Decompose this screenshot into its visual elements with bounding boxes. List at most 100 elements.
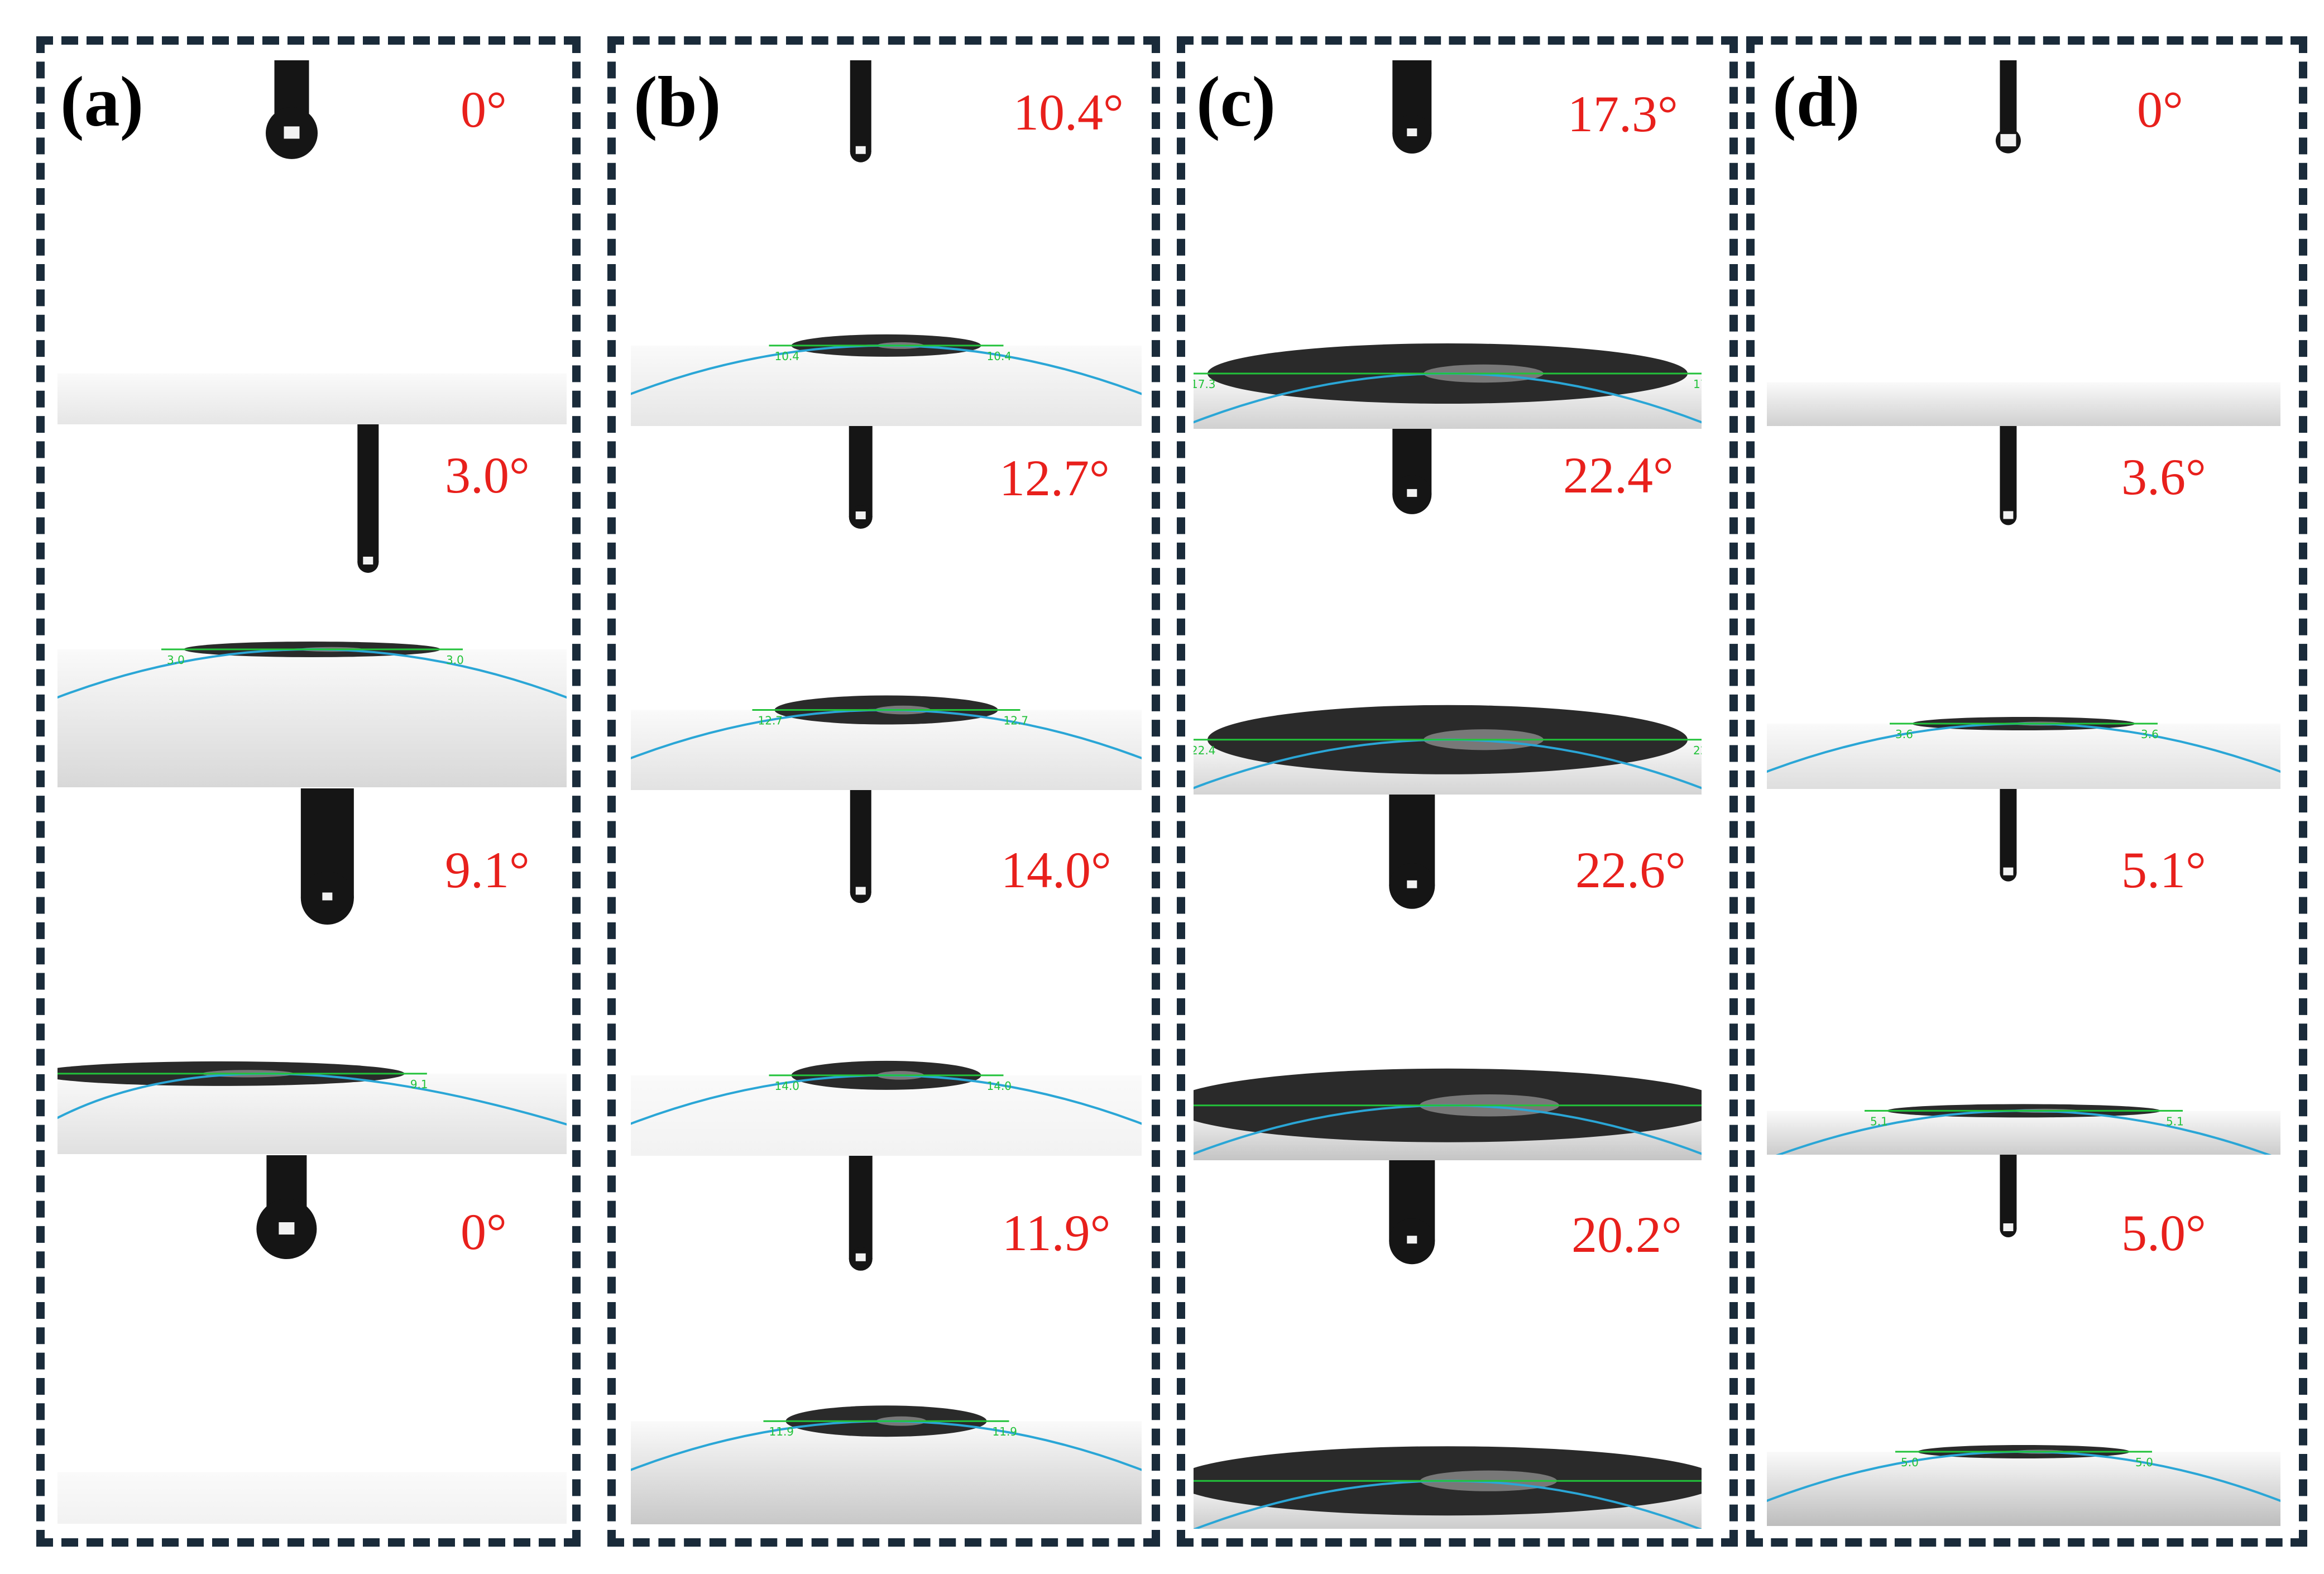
tip-highlight (1407, 489, 1417, 497)
tip-highlight (855, 887, 866, 895)
group-b-label: (b) (634, 62, 721, 141)
group-d-frame (1746, 36, 2307, 1547)
panel-c-2: 22.422.4 (1194, 429, 1702, 795)
tip-highlight (855, 511, 866, 519)
measure-label-right: 3.6 (2141, 728, 2159, 741)
tip-highlight (2003, 1223, 2014, 1231)
panel-c-2-scene: 22.422.4 (1194, 429, 1702, 795)
measure-label-right: 12.7 (1004, 714, 1029, 728)
measure-label-right: 11.9 (993, 1425, 1018, 1438)
angle-d-4: 5.0° (2121, 1204, 2206, 1261)
panel-a-3-scene: 9.19.1 (57, 788, 567, 1154)
needle (2000, 426, 2017, 517)
panel-d-2-scene: 3.6 3.6 (1767, 426, 2280, 789)
substrate (57, 649, 567, 787)
angle-b-2: 12.7° (999, 449, 1110, 506)
tip-highlight (363, 557, 373, 564)
panel-a-4 (57, 1155, 567, 1524)
measure-label-right: 3.0 (446, 653, 464, 667)
panel-d-4-scene: 5.0 5.0 (1767, 1155, 2280, 1526)
needle (2000, 1155, 2017, 1229)
substrate (1767, 724, 2280, 789)
panel-b-3-scene: 14.0 14.0 (631, 790, 1142, 1156)
panel-c-4-scene: 20.220.2 (1194, 1160, 1702, 1529)
measure-label-right: 10.4 (987, 350, 1012, 363)
angle-a-3: 9.1° (445, 841, 530, 898)
tip-highlight (1407, 880, 1417, 888)
drop-highlight (279, 1222, 295, 1235)
angle-c-1: 17.3° (1568, 85, 1678, 142)
measure-label-left: 5.0 (1901, 1456, 1919, 1469)
angle-a-2: 3.0° (445, 447, 530, 504)
panel-b-2-scene: 12.7 12.7 (631, 426, 1142, 790)
tip-highlight (855, 146, 866, 154)
group-c-frame (1177, 36, 1738, 1547)
tip-highlight (1407, 1236, 1417, 1244)
substrate (631, 1421, 1142, 1524)
panel-d-2: 3.6 3.6 (1767, 426, 2280, 789)
panel-a-2-scene: 3.0 3.0 (57, 424, 567, 787)
measure-label-left: 5.1 (1870, 1114, 1888, 1128)
angle-c-2: 22.4° (1563, 447, 1674, 504)
angle-d-1: 0° (2137, 81, 2183, 138)
tip-highlight (2003, 867, 2014, 875)
tip-highlight (855, 1253, 866, 1261)
panel-a-4-scene (57, 1155, 567, 1524)
measure-label-left: 14.0 (775, 1079, 800, 1093)
measure-label-left: 3.6 (1895, 728, 1913, 741)
substrate (631, 345, 1142, 426)
angle-a-4: 0° (461, 1203, 507, 1260)
substrate (1767, 1452, 2280, 1526)
panel-d-3: 5.1 5.1 (1767, 789, 2280, 1155)
needle (849, 426, 873, 517)
measure-label-right: 17.3 (1693, 377, 1702, 391)
measure-label-right: 5.1 (2166, 1114, 2184, 1128)
panel-b-2: 12.7 12.7 (631, 426, 1142, 790)
panel-d-4: 5.0 5.0 (1767, 1155, 2280, 1526)
measure-label-right: 9.1 (410, 1078, 428, 1091)
measure-label-right: 5.0 (2135, 1456, 2153, 1469)
needle (2000, 60, 2017, 141)
measure-label-right: 14.0 (987, 1079, 1012, 1093)
angle-d-2: 3.6° (2121, 448, 2206, 505)
angle-d-3: 5.1° (2121, 841, 2206, 898)
panel-d-3-scene: 5.1 5.1 (1767, 789, 2280, 1155)
angle-b-3: 14.0° (1001, 841, 1111, 898)
measure-label-left: 12.7 (758, 714, 783, 728)
tip-highlight (1407, 128, 1417, 136)
panel-b-3: 14.0 14.0 (631, 790, 1142, 1156)
substrate (57, 373, 567, 424)
group-a-label: (a) (60, 62, 144, 141)
drop-highlight (284, 126, 300, 139)
group-a-frame (36, 36, 581, 1547)
angle-b-1: 10.4° (1013, 84, 1124, 141)
panel-a-2: 3.0 3.0 (57, 424, 567, 787)
panel-c-1: 17.317.3 (1194, 60, 1702, 429)
panel-c-3-scene: 22.522.6 (1194, 795, 1702, 1160)
panel-d-1-scene (1767, 60, 2280, 426)
substrate (1767, 382, 2280, 426)
needle (849, 1156, 873, 1259)
angle-a-1: 0° (461, 81, 507, 138)
tip-highlight (2003, 511, 2014, 519)
angle-c-3: 22.6° (1575, 841, 1686, 898)
group-c-label: (c) (1196, 62, 1276, 141)
needle (357, 424, 379, 562)
needle (850, 60, 871, 152)
substrate (57, 1472, 567, 1524)
needle (850, 790, 871, 893)
substrate (57, 1073, 567, 1154)
angle-b-4: 11.9° (1002, 1204, 1111, 1261)
measure-label-right: 22.4 (1693, 744, 1702, 757)
group-b-frame (607, 36, 1160, 1547)
panel-a-1 (57, 60, 567, 424)
measure-label-left: 3.0 (167, 653, 185, 667)
panel-d-1 (1767, 60, 2280, 426)
angle-c-4: 20.2° (1571, 1206, 1682, 1263)
panel-c-1-scene: 17.317.3 (1194, 60, 1702, 429)
